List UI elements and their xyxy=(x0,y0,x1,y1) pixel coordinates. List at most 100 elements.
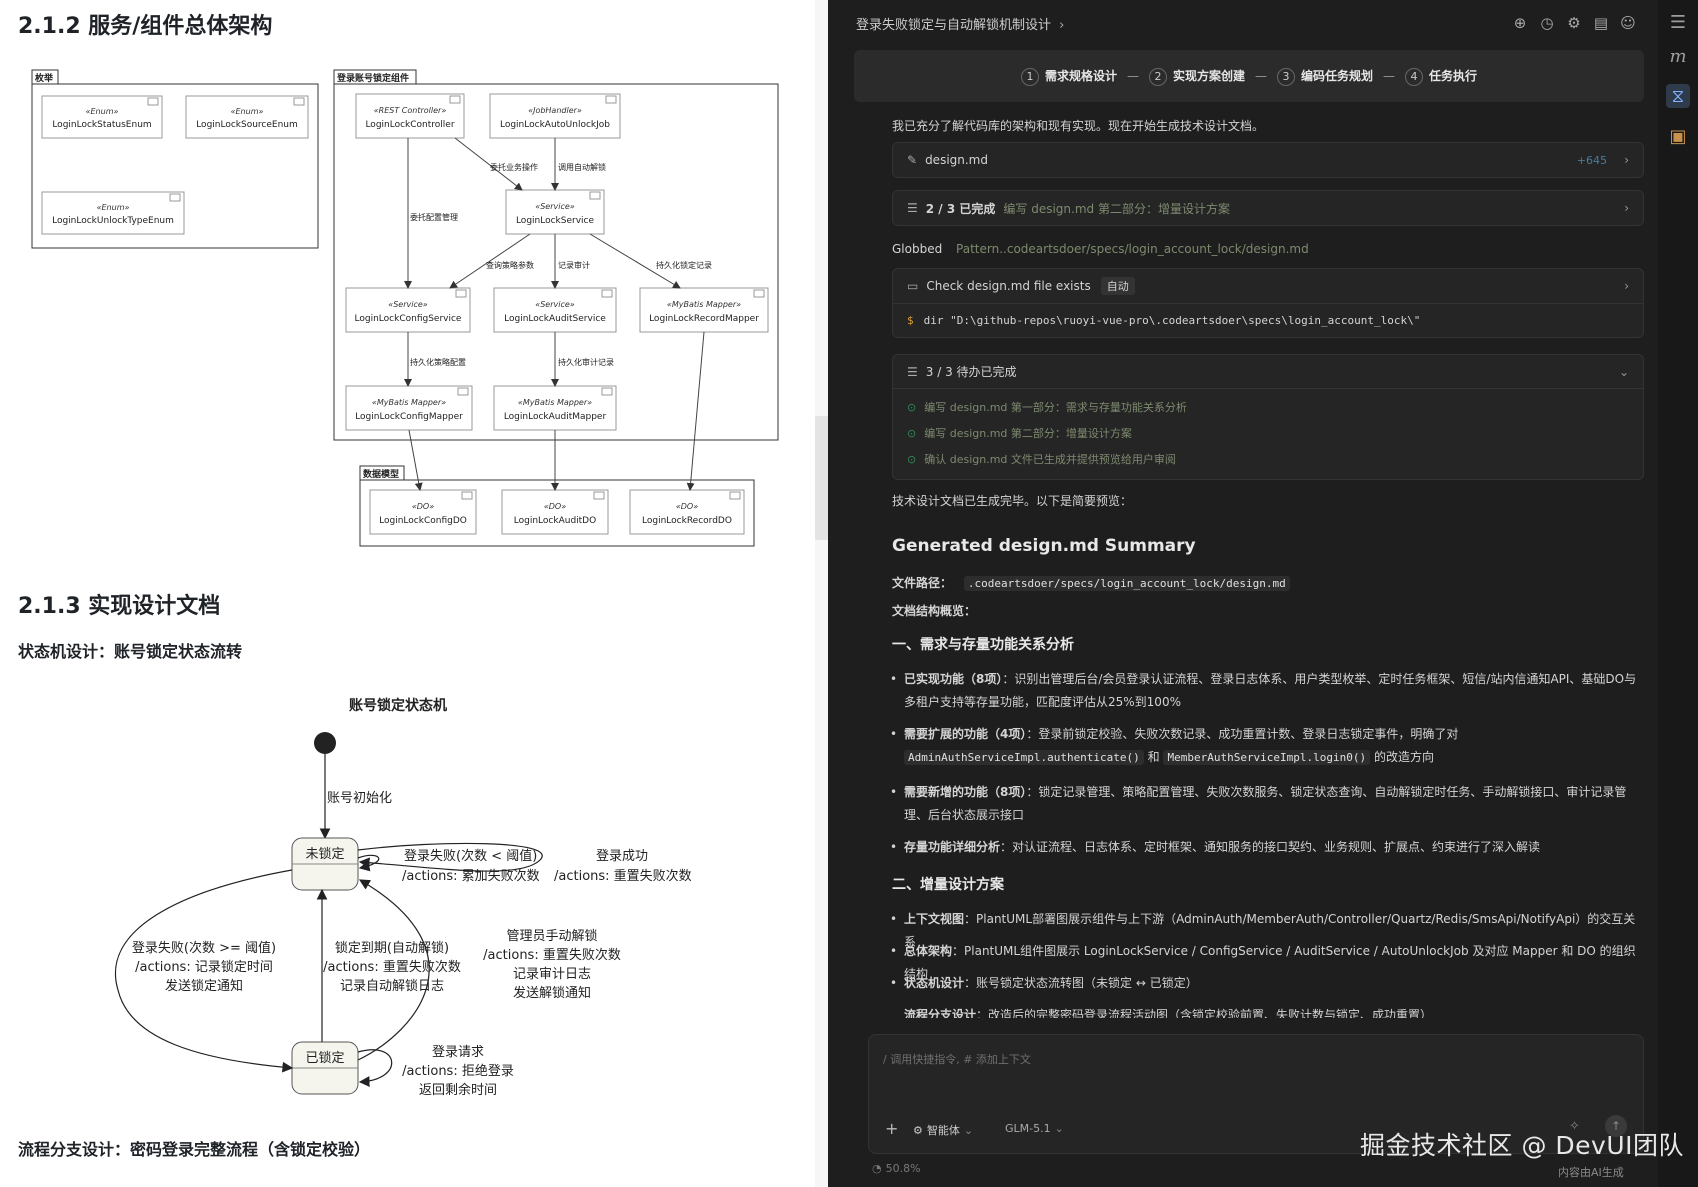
service-box: «Service» LoginLockService xyxy=(505,189,605,235)
send-button[interactable]: ↑ xyxy=(1605,1115,1627,1137)
file-path-line: 文件路径： .codeartsdoer/specs/login_account_… xyxy=(892,574,1290,591)
package-icon[interactable]: ▣ xyxy=(1669,125,1687,147)
lock-3: 发送锁定通知 xyxy=(165,978,243,994)
sparkle-icon[interactable]: ✧ xyxy=(1569,1119,1580,1134)
codearts-icon[interactable]: ⧖ xyxy=(1666,84,1690,108)
state-locked-label: 已锁定 xyxy=(305,1050,344,1066)
enum-status-name: LoginLockStatusEnum xyxy=(52,120,151,130)
edge-persist-lock: 持久化锁定记录 xyxy=(656,260,712,270)
terminal-icon: ▭ xyxy=(907,279,919,293)
doc-scrollbar-thumb[interactable] xyxy=(815,416,828,540)
heading-212: 2.1.2 服务/组件总体架构 xyxy=(18,14,273,39)
edit-icon: ✎ xyxy=(907,153,918,167)
chevron-down-icon: ⌄ xyxy=(1054,1122,1064,1135)
enum-unlock-stereo: «Enum» xyxy=(97,203,130,212)
progress-count: 2 / 3 已完成 xyxy=(925,201,996,216)
checklist-icon: ☰ xyxy=(907,364,918,379)
audit-do-name: LoginLockAuditDO xyxy=(514,516,596,526)
history-icon[interactable]: ◷ xyxy=(1540,14,1554,32)
auto-3: 记录自动解锁日志 xyxy=(340,978,444,994)
database-icon[interactable]: ☰ xyxy=(1669,11,1687,33)
m-extension-icon[interactable]: m xyxy=(1669,45,1687,67)
controller-stereo: «REST Controller» xyxy=(374,106,447,115)
component-diagram: 枚举 «Enum» LoginLockStatusEnum «Enum» Log… xyxy=(31,69,779,547)
enum-unlock-name: LoginLockUnlockTypeEnum xyxy=(52,216,174,226)
progress-desc: 编写 design.md 第二部分：增量设计方案 xyxy=(1003,201,1230,216)
self-fail-2: /actions: 累加失败次数 xyxy=(402,868,540,884)
progress-ring-icon: ◔ xyxy=(872,1162,882,1175)
agent-selector[interactable]: ⚙智能体⌄ xyxy=(913,1124,974,1137)
chat-input[interactable]: / 调用快捷指令, # 添加上下文 + ⚙智能体⌄ GLM-5.1⌄ ✧ ↑ xyxy=(868,1034,1644,1154)
intro-text: 我已充分了解代码库的架构和现有实现。现在开始生成技术设计文档。 xyxy=(892,119,1265,133)
globbed-label: Globbed xyxy=(892,242,943,256)
config-do-box: «DO» LoginLockConfigDO xyxy=(369,489,477,535)
record-mapper-box: «MyBatis Mapper» LoginLockRecordMapper xyxy=(639,287,769,333)
checklist-icon: ☰ xyxy=(907,201,918,215)
globbed-pattern: Pattern..codeartsdoer/specs/login_accoun… xyxy=(956,242,1309,256)
record-do-name: LoginLockRecordDO xyxy=(642,516,732,526)
manual-2: /actions: 重置失败次数 xyxy=(483,947,621,963)
shell-command: dir "D:\github-repos\ruoyi-vue-pro\.code… xyxy=(923,314,1421,327)
manual-1: 管理员手动解锁 xyxy=(506,928,597,944)
model-selector[interactable]: GLM-5.1⌄ xyxy=(1005,1122,1064,1135)
enum-source-box: «Enum» LoginLockSourceEnum xyxy=(185,95,309,139)
chat-title[interactable]: 登录失败锁定与自动解锁机制设计 › xyxy=(856,14,1064,33)
record-do-box: «DO» LoginLockRecordDO xyxy=(629,489,745,535)
section-2-heading: 二、增量设计方案 xyxy=(892,877,1004,893)
audit-mapper-stereo: «MyBatis Mapper» xyxy=(518,398,592,407)
config-mapper-stereo: «MyBatis Mapper» xyxy=(372,398,446,407)
config-service-name: LoginLockConfigService xyxy=(355,314,462,324)
todo-item: ⊙编写 design.md 第一部分：需求与存量功能关系分析 xyxy=(907,401,1187,414)
section-1-heading: 一、需求与存量功能关系分析 xyxy=(892,637,1074,653)
config-do-name: LoginLockConfigDO xyxy=(379,516,467,526)
document-pane: 2.1.2 服务/组件总体架构 枚举 «Enum» LoginLockStatu… xyxy=(0,0,828,1187)
edge-persist-policy: 持久化策略配置 xyxy=(410,357,466,367)
controller-box: «REST Controller» LoginLockController xyxy=(355,93,465,139)
step-separator: — xyxy=(1255,69,1267,83)
enum-status-box: «Enum» LoginLockStatusEnum xyxy=(41,95,163,139)
manual-3: 记录审计日志 xyxy=(513,967,591,982)
job-name: LoginLockAutoUnlockJob xyxy=(500,120,610,130)
globbed-line: Globbed Pattern..codeartsdoer/specs/logi… xyxy=(892,242,1309,256)
notes-icon[interactable]: ▤ xyxy=(1593,14,1609,32)
list-item: 状态机设计：账号锁定状态流转图（未锁定 ↔ 已锁定） xyxy=(890,972,1644,995)
todo-item: ⊙编写 design.md 第二部分：增量设计方案 xyxy=(907,427,1132,440)
list-item: 已实现功能（8项）：识别出管理后台/会员登录认证流程、登录日志体系、用户类型枚举… xyxy=(890,668,1644,714)
user-icon[interactable]: ☺ xyxy=(1620,14,1636,32)
doc-scroll-track[interactable] xyxy=(815,0,828,1187)
record-mapper-name: LoginLockRecordMapper xyxy=(649,314,759,324)
enum-status-stereo: «Enum» xyxy=(86,107,119,116)
chevron-down-icon: ⌄ xyxy=(1618,365,1629,379)
edge-record-audit: 记录审计 xyxy=(558,260,590,270)
step-separator: — xyxy=(1126,69,1139,83)
chevron-right-icon: › xyxy=(1624,153,1629,167)
gear-icon[interactable]: ⚙ xyxy=(1567,14,1581,32)
check-circle-icon: ⊙ xyxy=(907,401,917,414)
list-item: 需要扩展的功能（4项）：登录前锁定校验、失败次数记录、成功重置计数、登录日志锁定… xyxy=(890,723,1644,769)
check-circle-icon: ⊙ xyxy=(907,427,917,440)
progress-card[interactable]: ☰ 2 / 3 已完成 编写 design.md 第二部分：增量设计方案 › xyxy=(892,190,1644,226)
pkg-model-label: 数据模型 xyxy=(363,468,399,480)
todo-card[interactable]: ☰ 3 / 3 待办已完成 ⌄ ⊙编写 design.md 第一部分：需求与存量… xyxy=(892,354,1644,480)
state-machine-heading: 状态机设计：账号锁定状态流转 xyxy=(18,642,243,661)
auto-badge: 自动 xyxy=(1100,277,1135,295)
audit-service-stereo: «Service» xyxy=(535,300,575,309)
audit-mapper-name: LoginLockAuditMapper xyxy=(504,412,607,422)
edge-query-policy: 查询策略参数 xyxy=(486,260,534,270)
new-chat-icon[interactable]: ⊕ xyxy=(1513,14,1527,32)
service-stereo: «Service» xyxy=(535,202,575,211)
add-icon[interactable]: + xyxy=(885,1119,899,1138)
check-card[interactable]: ▭ Check design.md file exists 自动 › $ dir… xyxy=(892,268,1644,338)
chat-input-placeholder: / 调用快捷指令, # 添加上下文 xyxy=(883,1053,1031,1066)
config-service-stereo: «Service» xyxy=(388,300,428,309)
file-name: design.md xyxy=(925,153,988,167)
job-box: «JobHandler» LoginLockAutoUnlockJob xyxy=(489,93,621,139)
file-card[interactable]: ✎ design.md +645 › xyxy=(892,142,1644,178)
audit-do-stereo: «DO» xyxy=(544,502,566,511)
edge-delegate-biz: 委托业务操作 xyxy=(490,162,538,172)
